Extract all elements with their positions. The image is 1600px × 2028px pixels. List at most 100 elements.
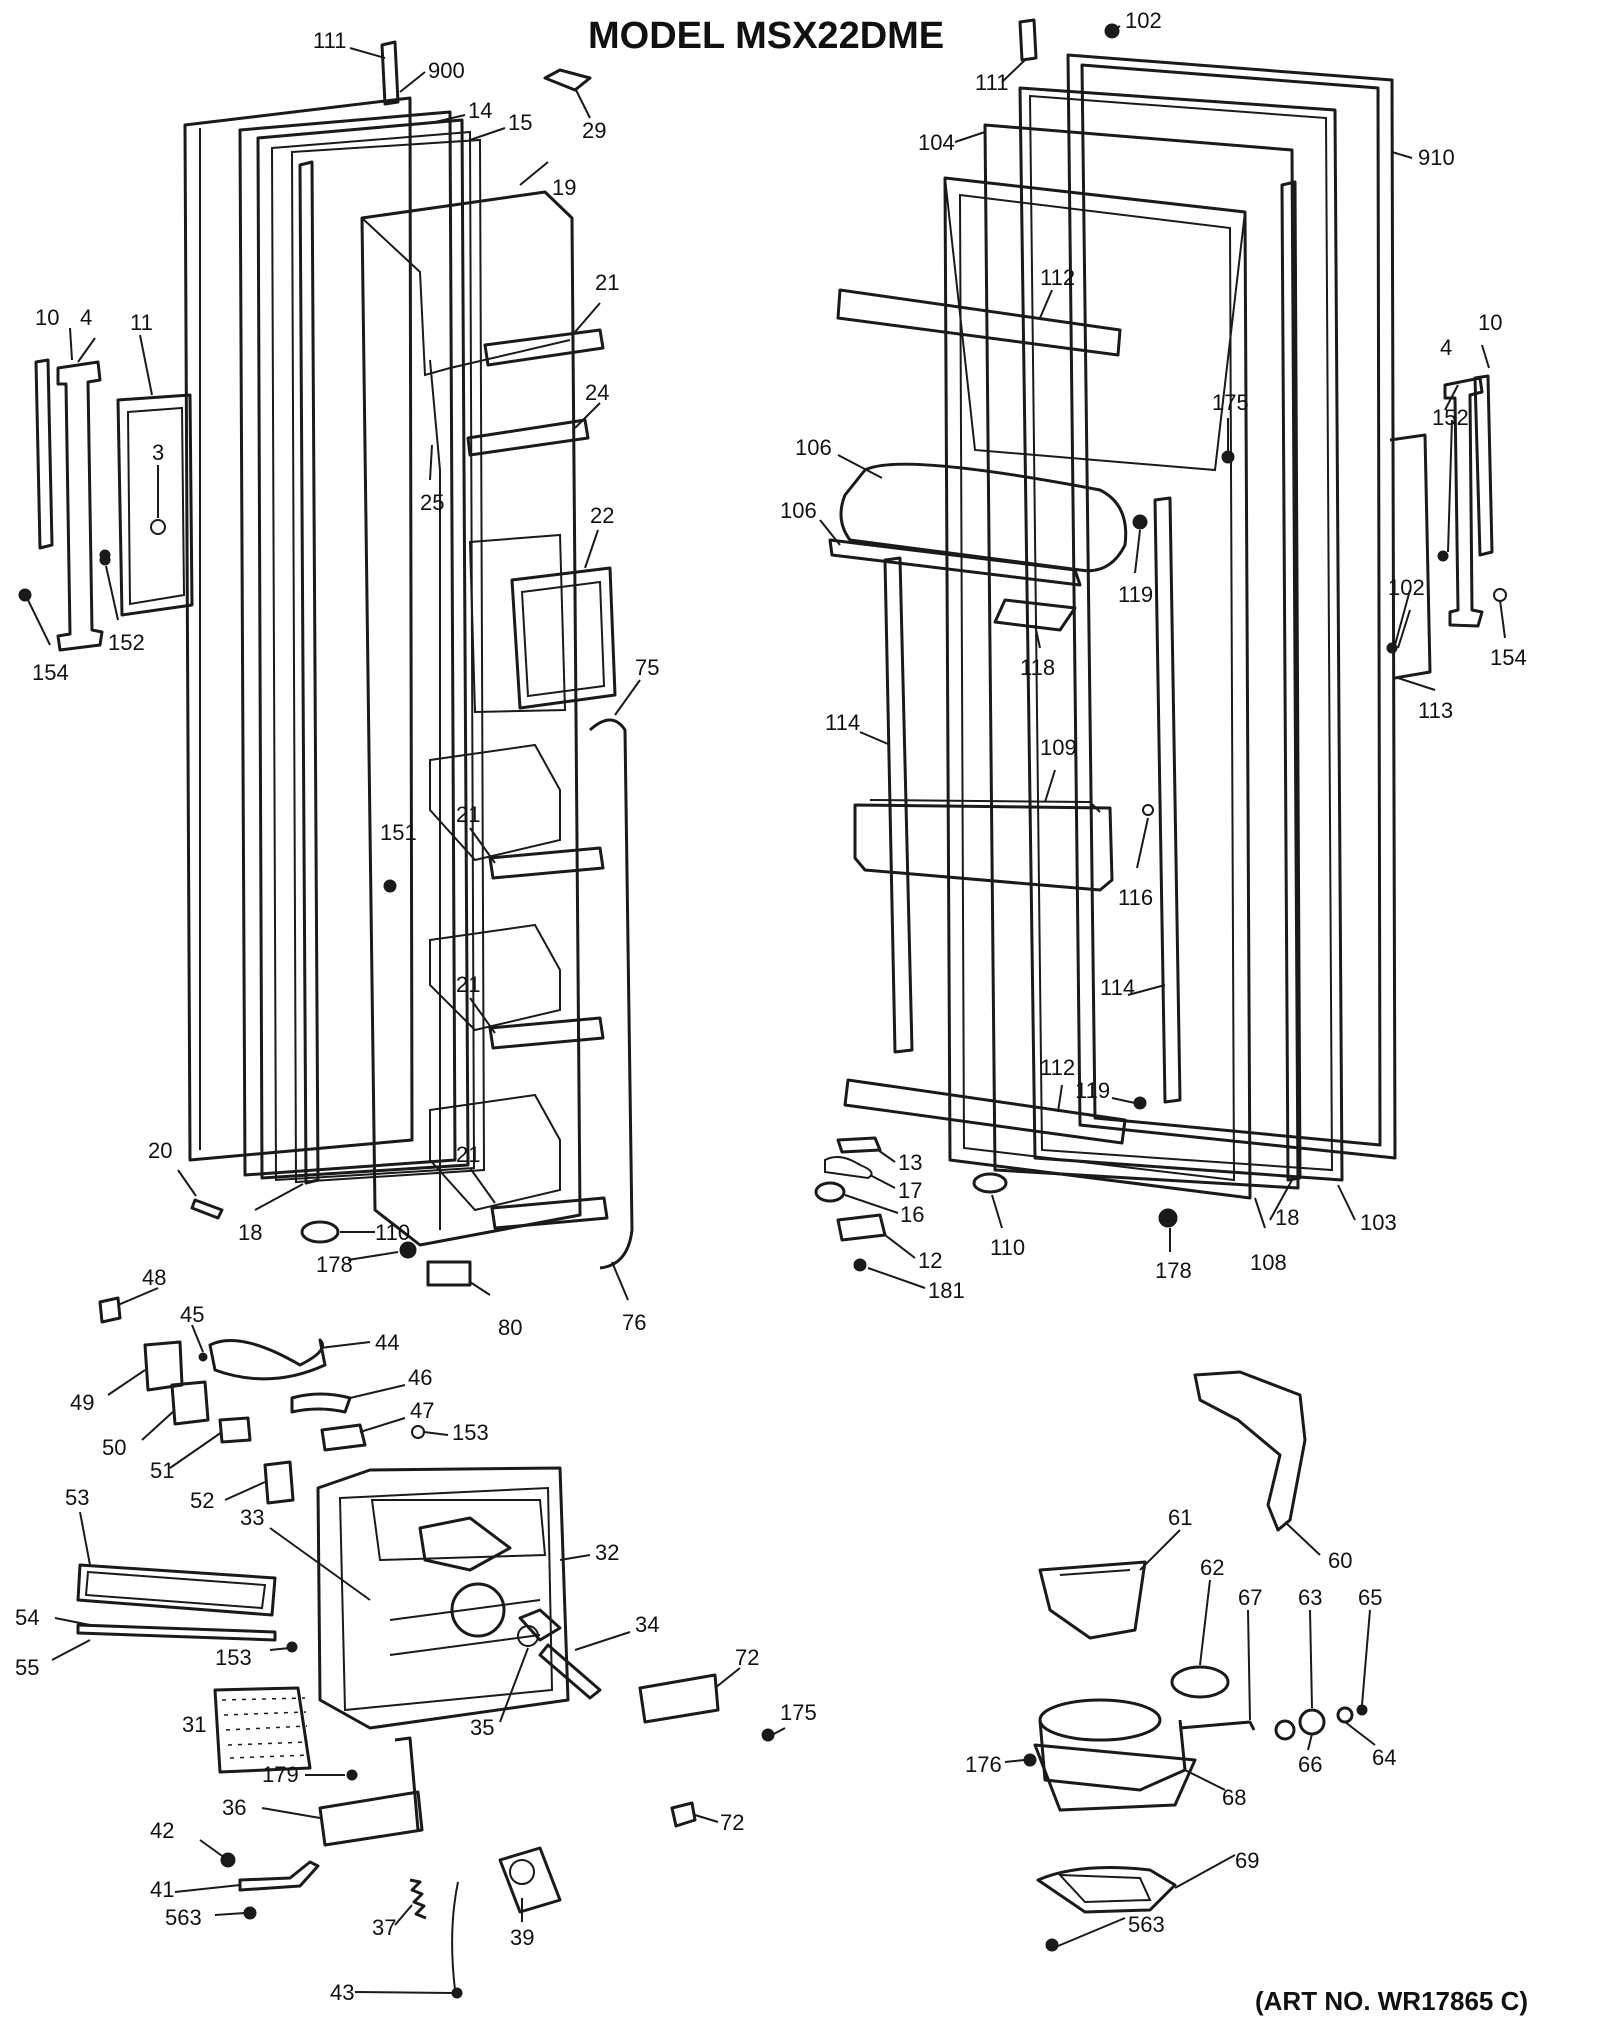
door-hinge-hardware bbox=[190, 1136, 1178, 1287]
part-label: 62 bbox=[1200, 1555, 1224, 1580]
part-labels: 111 900 14 15 29 19 10 4 11 3 152 154 21… bbox=[15, 8, 1527, 2005]
fresh-food-handle-parts bbox=[1386, 374, 1507, 680]
part-label: 33 bbox=[240, 1505, 264, 1530]
part-label: 13 bbox=[898, 1150, 922, 1175]
part-label: 36 bbox=[222, 1795, 246, 1820]
part-label: 119 bbox=[1075, 1078, 1110, 1103]
part-label: 67 bbox=[1238, 1585, 1262, 1610]
part-label: 116 bbox=[1118, 885, 1153, 910]
part-label: 39 bbox=[510, 1925, 534, 1950]
part-label: 50 bbox=[102, 1435, 126, 1460]
part-label: 49 bbox=[70, 1390, 94, 1415]
part-label: 112 bbox=[1040, 265, 1075, 290]
freezer-door-assembly bbox=[99, 40, 634, 1270]
art-number: (ART NO. WR17865 C) bbox=[1255, 1986, 1528, 2016]
part-label: 37 bbox=[372, 1915, 396, 1940]
part-label: 12 bbox=[918, 1248, 942, 1273]
part-label: 48 bbox=[142, 1265, 166, 1290]
part-label: 3 bbox=[152, 440, 164, 465]
part-label: 900 bbox=[428, 58, 465, 83]
dispenser-assembly bbox=[76, 1296, 775, 1999]
part-label: 109 bbox=[1040, 735, 1077, 760]
part-label: 152 bbox=[108, 630, 145, 655]
part-label: 175 bbox=[1212, 390, 1249, 415]
part-label: 51 bbox=[150, 1458, 174, 1483]
part-label: 178 bbox=[1155, 1258, 1192, 1283]
part-label: 111 bbox=[975, 70, 1008, 95]
part-label: 114 bbox=[825, 710, 860, 735]
part-label: 103 bbox=[1360, 1210, 1397, 1235]
part-label: 21 bbox=[456, 972, 480, 997]
part-label: 31 bbox=[182, 1712, 206, 1737]
part-label: 76 bbox=[622, 1310, 646, 1335]
part-label: 910 bbox=[1418, 145, 1455, 170]
part-label: 152 bbox=[1432, 405, 1469, 430]
part-label: 11 bbox=[130, 310, 153, 335]
part-label: 80 bbox=[498, 1315, 522, 1340]
part-label: 15 bbox=[508, 110, 532, 135]
part-label: 75 bbox=[635, 655, 659, 680]
part-label: 65 bbox=[1358, 1585, 1382, 1610]
part-label: 114 bbox=[1100, 975, 1135, 1000]
part-label: 34 bbox=[635, 1612, 659, 1637]
part-label: 20 bbox=[148, 1138, 172, 1163]
part-label: 14 bbox=[468, 98, 492, 123]
part-label: 53 bbox=[65, 1485, 89, 1510]
part-label: 19 bbox=[552, 175, 576, 200]
ice-crusher-assembly bbox=[1023, 1370, 1368, 1952]
part-label: 35 bbox=[470, 1715, 494, 1740]
part-label: 61 bbox=[1168, 1505, 1192, 1530]
part-label: 108 bbox=[1250, 1250, 1287, 1275]
part-label: 153 bbox=[452, 1420, 489, 1445]
part-label: 178 bbox=[316, 1252, 353, 1277]
part-label: 175 bbox=[780, 1700, 817, 1725]
part-label: 42 bbox=[150, 1818, 174, 1843]
part-label: 21 bbox=[456, 1142, 480, 1167]
part-label: 68 bbox=[1222, 1785, 1246, 1810]
part-label: 60 bbox=[1328, 1548, 1352, 1573]
part-label: 55 bbox=[15, 1655, 39, 1680]
part-label: 4 bbox=[80, 305, 92, 330]
part-label: 29 bbox=[582, 118, 606, 143]
part-label: 118 bbox=[1020, 655, 1055, 680]
part-label: 181 bbox=[928, 1278, 965, 1303]
part-label: 563 bbox=[165, 1905, 202, 1930]
part-label: 151 bbox=[380, 820, 417, 845]
part-label: 154 bbox=[32, 660, 69, 685]
part-label: 179 bbox=[262, 1762, 299, 1787]
part-label: 47 bbox=[410, 1398, 434, 1423]
part-label: 25 bbox=[420, 490, 444, 515]
part-label: 119 bbox=[1118, 582, 1153, 607]
part-label: 45 bbox=[180, 1302, 204, 1327]
part-label: 104 bbox=[918, 130, 955, 155]
part-label: 52 bbox=[190, 1488, 214, 1513]
part-label: 24 bbox=[585, 380, 609, 405]
part-label: 64 bbox=[1372, 1745, 1396, 1770]
part-label: 17 bbox=[898, 1178, 922, 1203]
part-label: 112 bbox=[1040, 1055, 1075, 1080]
diagram-title: MODEL MSX22DME bbox=[588, 15, 944, 57]
part-label: 154 bbox=[1490, 645, 1527, 670]
part-label: 66 bbox=[1298, 1752, 1322, 1777]
part-label: 46 bbox=[408, 1365, 432, 1390]
part-label: 72 bbox=[720, 1810, 744, 1835]
part-label: 16 bbox=[900, 1202, 924, 1227]
part-label: 32 bbox=[595, 1540, 619, 1565]
fresh-food-door-assembly bbox=[828, 18, 1397, 1200]
part-label: 106 bbox=[795, 435, 832, 460]
part-label: 111 bbox=[313, 28, 346, 53]
part-label: 63 bbox=[1298, 1585, 1322, 1610]
part-label: 110 bbox=[375, 1220, 410, 1245]
part-label: 106 bbox=[780, 498, 817, 523]
part-label: 43 bbox=[330, 1980, 354, 2005]
part-label: 21 bbox=[456, 802, 480, 827]
leader-lines bbox=[27, 25, 1506, 1994]
part-label: 21 bbox=[595, 270, 619, 295]
part-label: 18 bbox=[1275, 1205, 1299, 1230]
part-label: 18 bbox=[238, 1220, 262, 1245]
part-label: 110 bbox=[990, 1235, 1025, 1260]
part-label: 153 bbox=[215, 1645, 252, 1670]
part-label: 563 bbox=[1128, 1912, 1165, 1937]
part-label: 102 bbox=[1125, 8, 1162, 33]
